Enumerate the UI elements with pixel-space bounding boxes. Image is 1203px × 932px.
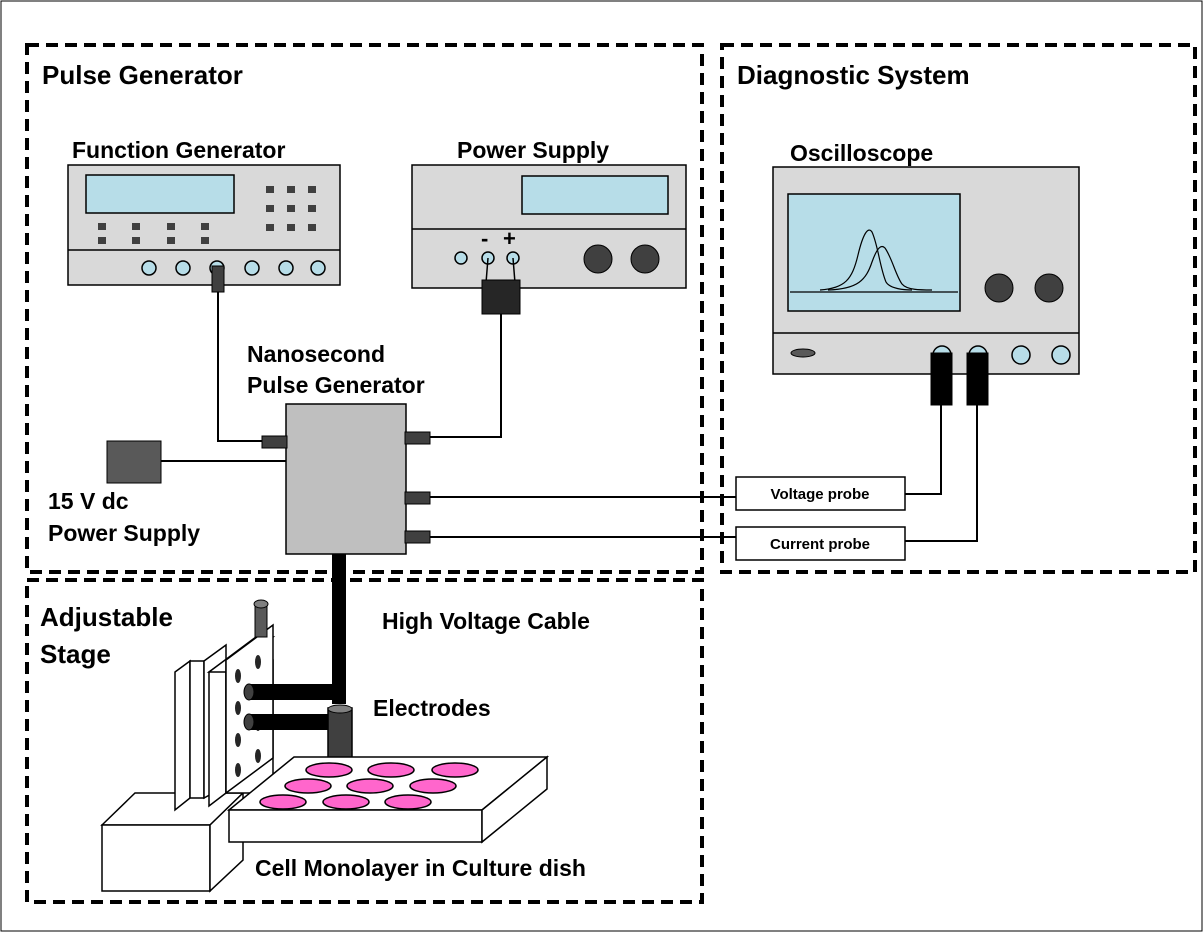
oscilloscope-waveform [827,245,933,291]
voltage-probe-plug [930,352,953,406]
nanosecond-pulse-generator [261,403,431,555]
power-supply-connector [481,279,521,315]
oscilloscope-knob [1034,273,1064,303]
diagnostic-system-title: Diagnostic System [737,60,970,90]
adjustable-stage-title-line1: Adjustable [40,602,173,632]
electrodes-label: Electrodes [373,695,491,721]
plus-terminal-label: + [503,226,516,251]
power-supply: - + [411,164,687,315]
oscilloscope-waveform [819,229,913,291]
diagnostic-system-region [720,43,1197,574]
pulse-generator-title: Pulse Generator [42,60,243,90]
oscilloscope-label: Oscilloscope [790,140,933,166]
function-generator-display [85,174,235,214]
adjustable-stage-region [25,578,704,904]
power-supply-knob [583,244,613,274]
oscilloscope-power-switch [790,348,816,358]
voltage-probe: Voltage probe [735,476,906,511]
power-supply-knob [630,244,660,274]
function-generator-connector [211,265,225,293]
adjustable-stage-title-line2: Stage [40,639,111,669]
minus-terminal-label: - [481,226,488,251]
current-probe: Current probe [735,526,906,561]
oscilloscope-knob [984,273,1014,303]
current-probe-label: Current probe [770,536,870,553]
function-generator-label: Function Generator [72,137,285,163]
high-voltage-cable [332,554,346,704]
oscilloscope-screen [787,193,961,312]
power-supply-display [521,175,669,215]
culture-dish [226,755,550,844]
cell-monolayer-label: Cell Monolayer in Culture dish [255,855,586,881]
dc-power-supply-label-line1: 15 V dc [48,488,129,514]
electrodes [243,683,353,759]
voltage-probe-label: Voltage probe [771,486,870,503]
nanosecond-pulse-generator-label-line2: Pulse Generator [247,372,425,398]
current-probe-plug [966,352,989,406]
pulse-generator-region [25,43,704,574]
nanosecond-pulse-generator-label-line1: Nanosecond [247,341,385,367]
dc-power-supply-adapter [106,440,162,484]
culture-wells [259,762,479,810]
power-supply-label: Power Supply [457,137,609,163]
adjustable-stage [100,599,276,893]
connection-wires [161,292,978,542]
high-voltage-cable-label: High Voltage Cable [382,608,590,634]
function-generator [67,164,341,293]
dc-power-supply-label-line2: Power Supply [48,520,200,546]
function-generator-ports [141,260,326,276]
oscilloscope [772,166,1080,406]
function-generator-keypad [98,186,316,244]
